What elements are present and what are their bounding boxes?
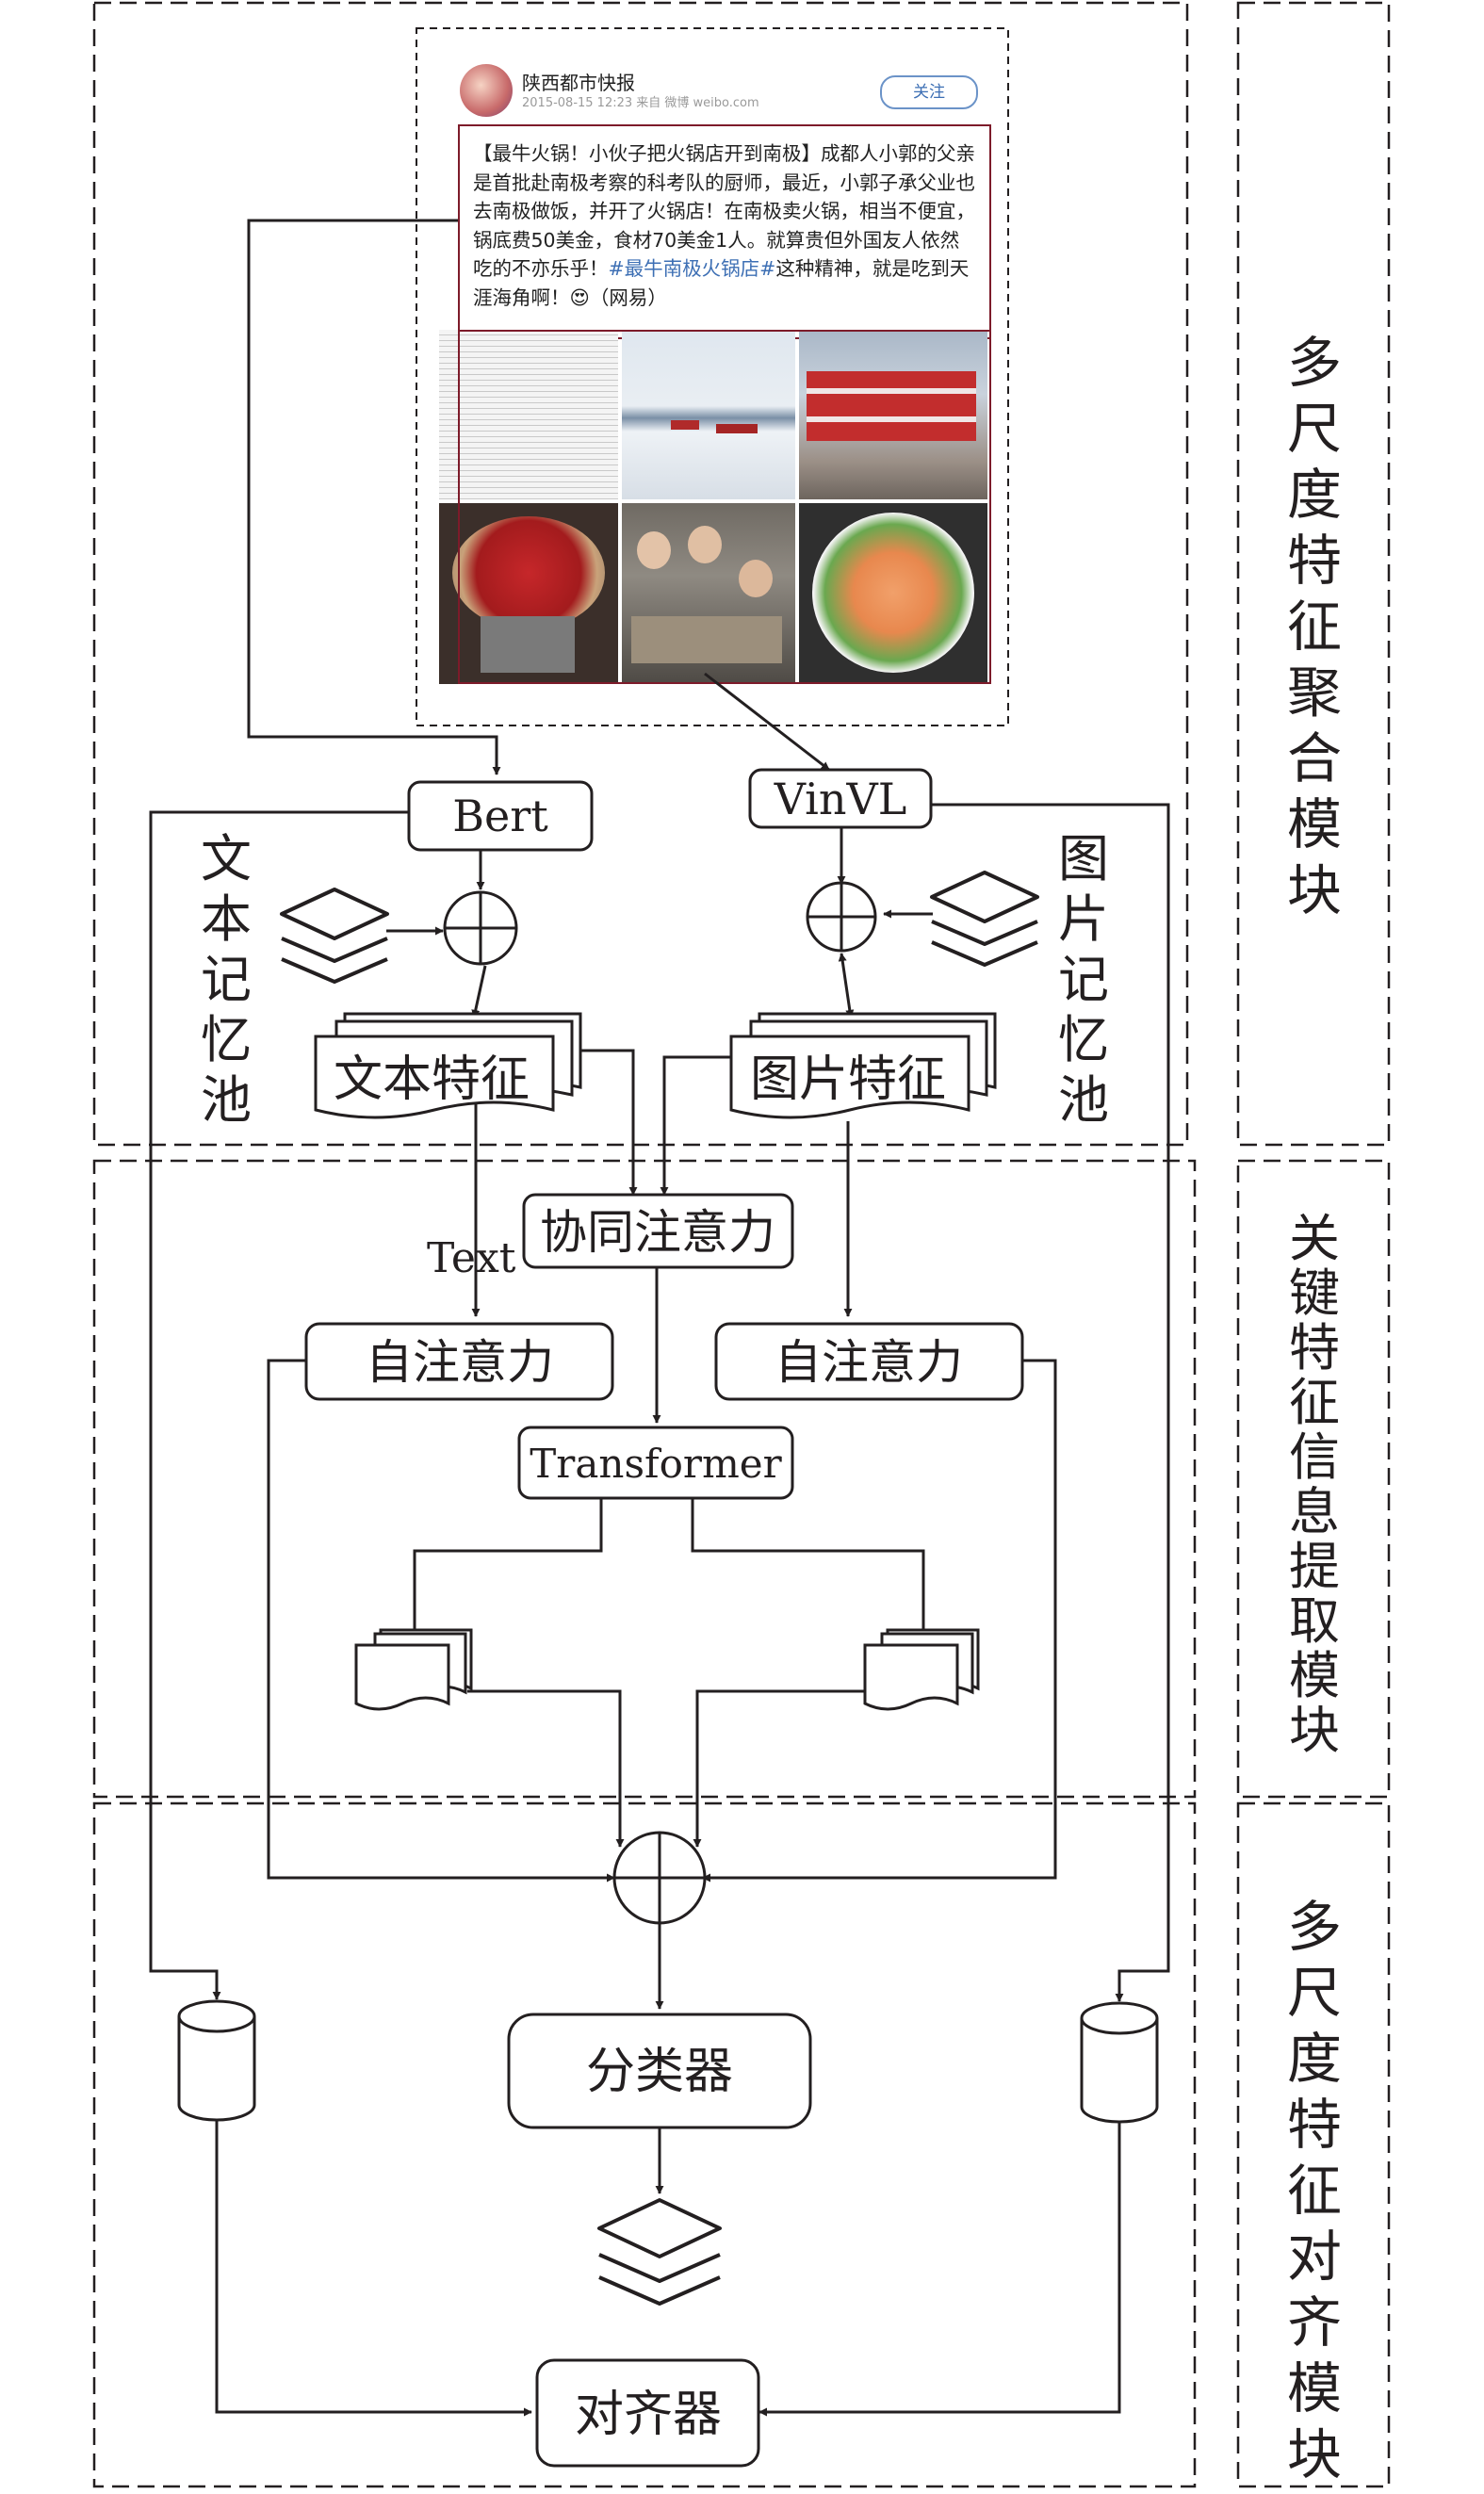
post-image-grid — [439, 330, 987, 684]
image-store-to-aligner-arrow — [758, 2120, 1121, 2417]
text-fusion-plus — [443, 890, 518, 966]
transformer-to-left-doc-arrow — [410, 1498, 603, 1642]
text-memory-pool-label: 文本记忆池 — [201, 829, 252, 1130]
post-image-news[interactable] — [439, 330, 618, 499]
bert-label: Bert — [452, 791, 548, 841]
transformer-label: Transformer — [530, 1441, 782, 1487]
bert-to-text-store-arrow — [149, 810, 409, 2000]
text-to-bert-arrow — [247, 219, 501, 775]
text-feature-label: 文本特征 — [334, 1051, 530, 1108]
image-feature-label: 图片特征 — [750, 1051, 946, 1108]
right-doc-to-fusion-arrow — [693, 1689, 865, 1848]
post-text-tail: 这种精神，就是吃到天涯海角啊！😍（网易） — [473, 257, 970, 309]
plus-image-feature-arrow — [838, 953, 855, 1019]
text-feature-doc — [314, 1012, 582, 1119]
post-hashtag[interactable]: #最牛南极火锅店# — [608, 257, 776, 280]
aggregation-label-frame — [1236, 1, 1391, 1147]
classifier-label: 分类器 — [586, 2044, 733, 2100]
post-text: 【最牛火锅！小伙子把火锅店开到南极】成都人小郭的父亲是首批赴南极考察的科考队的厨… — [473, 142, 975, 280]
alignment-module-frame — [92, 1801, 1197, 2488]
aligner-label: 对齐器 — [575, 2387, 722, 2443]
weibo-post-card: 陕西都市快报 2015-08-15 12:23 来自 微博 weibo.com … — [416, 28, 1008, 725]
selfattn-left-box — [304, 1322, 614, 1401]
alignment-label-frame — [1236, 1801, 1391, 2488]
selfattn-right-to-fusion-arrow — [702, 1359, 1057, 1883]
post-dashed-frame — [416, 27, 1009, 726]
transformer-to-right-doc-arrow — [691, 1498, 928, 1642]
aggregation-module-label: 多尺度特征聚合模块 — [1286, 331, 1342, 922]
alignment-module-label: 多尺度特征对齐模块 — [1286, 1895, 1342, 2486]
coattn-box — [522, 1193, 794, 1269]
selfattn-left-label: 自注意力 — [366, 1335, 554, 1390]
extraction-module-label: 关键特征信息提取模块 — [1289, 1209, 1340, 1760]
text-tag-label: Text — [427, 1234, 516, 1282]
image-to-vinvl-arrow — [704, 672, 830, 772]
classifier-box — [507, 2013, 812, 2129]
plus-to-text-feature-arrow — [471, 965, 487, 1019]
extraction-label-frame — [1236, 1159, 1391, 1799]
aggregation-module-frame — [92, 1, 1189, 1147]
post-image-hotpot[interactable] — [439, 503, 618, 684]
post-header: 陕西都市快报 2015-08-15 12:23 来自 微博 weibo.com … — [460, 64, 987, 121]
account-name[interactable]: 陕西都市快报 — [522, 72, 635, 94]
image-feature-doc — [729, 1012, 997, 1119]
aligner-box — [535, 2358, 760, 2468]
bert-box — [407, 780, 594, 852]
post-image-people[interactable] — [622, 503, 795, 684]
left-doc-to-fusion-arrow — [467, 1689, 625, 1848]
post-image-station[interactable] — [799, 330, 987, 499]
text-store-to-aligner-arrow — [215, 2120, 532, 2417]
right-output-doc — [863, 1628, 980, 1711]
vinvl-box — [748, 768, 933, 829]
text-feature-to-coattn-arrow — [565, 1049, 638, 1196]
follow-button[interactable]: 关注 — [880, 75, 978, 109]
post-meta: 2015-08-15 12:23 来自 微博 weibo.com — [522, 96, 759, 110]
image-memory-pool-label: 图片记忆池 — [1058, 829, 1109, 1130]
selfattn-right-label: 自注意力 — [775, 1335, 963, 1390]
avatar[interactable] — [460, 64, 513, 117]
left-output-doc — [354, 1628, 473, 1711]
selfattn-left-to-fusion-arrow — [267, 1359, 615, 1883]
transformer-box — [517, 1426, 794, 1500]
image-fusion-plus — [806, 881, 877, 953]
image-memory-pool-icon — [930, 871, 1039, 967]
text-store-cylinder-icon — [177, 1999, 256, 2122]
image-highlight-frame — [458, 330, 991, 684]
post-image-landscape[interactable] — [622, 330, 795, 499]
post-image-dish[interactable] — [799, 503, 987, 684]
extraction-module-frame — [92, 1159, 1197, 1799]
selfattn-right-box — [714, 1322, 1024, 1401]
text-memory-pool-icon — [280, 888, 389, 984]
coattn-label: 协同注意力 — [540, 1205, 775, 1260]
post-text-box: 【最牛火锅！小伙子把火锅店开到南极】成都人小郭的父亲是首批赴南极考察的科考队的厨… — [458, 124, 991, 339]
image-feature-to-coattn-arrow — [660, 1055, 744, 1196]
image-store-cylinder-icon — [1080, 2001, 1159, 2124]
vinvl-label: VinVL — [774, 774, 907, 824]
output-layers-icon — [597, 2198, 722, 2306]
vinvl-to-image-store-arrow — [931, 803, 1170, 2002]
final-fusion-plus — [612, 1831, 707, 1925]
